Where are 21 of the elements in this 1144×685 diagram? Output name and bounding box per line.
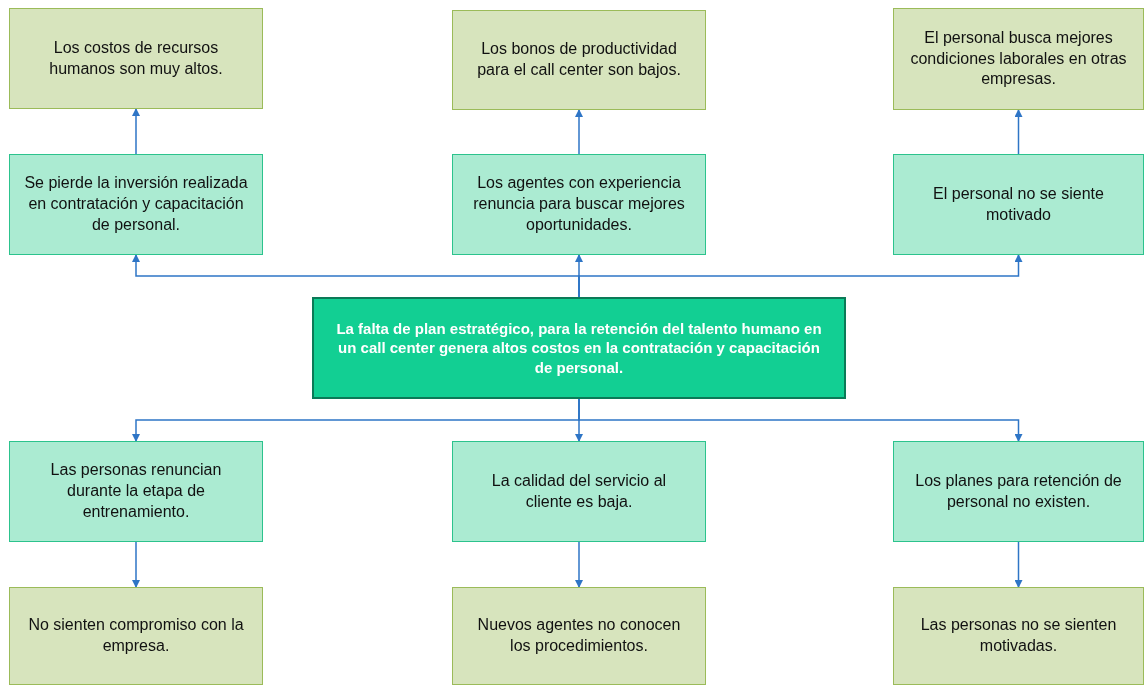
arrow bbox=[578, 398, 1023, 442]
arrow bbox=[132, 108, 140, 155]
cause-box: Se pierde la inversión realizada en contratación y capacitación de personal. bbox=[9, 154, 263, 255]
cause-box: La calidad del servicio al cliente es baja. bbox=[452, 441, 706, 542]
arrow bbox=[575, 541, 583, 588]
effect-box: Las personas no se sienten motivadas. bbox=[893, 587, 1144, 685]
cause-box: El personal no se siente motivado bbox=[893, 154, 1144, 255]
effect-box: Los bonos de productividad para el call center son bajos. bbox=[452, 10, 706, 110]
arrow bbox=[578, 254, 1023, 298]
cause-box: Los agentes con experiencia renuncia para buscar mejores oportunidades. bbox=[452, 154, 706, 255]
arrow bbox=[575, 109, 583, 155]
arrow bbox=[1014, 109, 1023, 155]
arrow bbox=[1014, 541, 1023, 588]
effect-box: El personal busca mejores condiciones laborales en otras empresas. bbox=[893, 8, 1144, 110]
cause-box: Las personas renuncian durante la etapa de entrenamiento. bbox=[9, 441, 263, 542]
arrow bbox=[132, 541, 140, 588]
effect-box: No sienten compromiso con la empresa. bbox=[9, 587, 263, 685]
effect-box: Los costos de recursos humanos son muy altos. bbox=[9, 8, 263, 109]
cause-box: Los planes para retención de personal no existen. bbox=[893, 441, 1144, 542]
effect-box: Nuevos agentes no conocen los procedimientos. bbox=[452, 587, 706, 685]
problem-box: La falta de plan estratégico, para la retención del talento humano en un call center genera altos costos en la contratación y capacitación de personal. bbox=[312, 297, 846, 399]
